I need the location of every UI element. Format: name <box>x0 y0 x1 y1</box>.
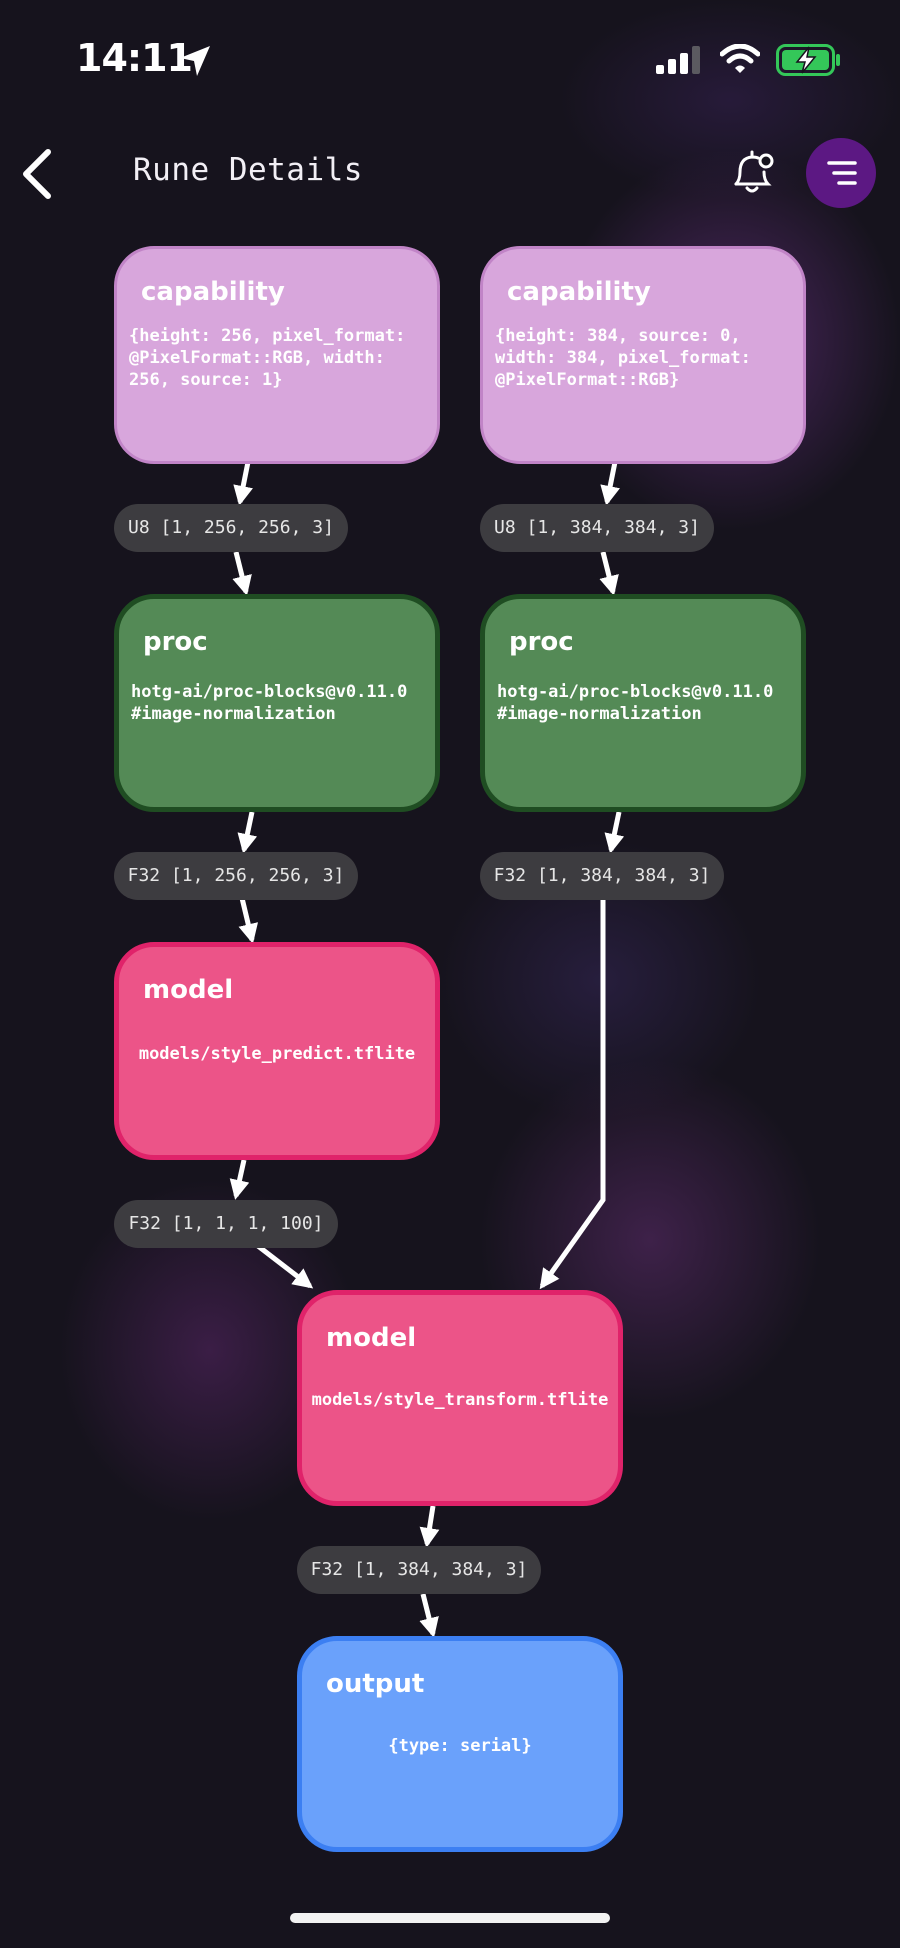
location-arrow-icon <box>180 46 210 76</box>
edge-model-predict-to-tensor <box>229 1159 250 1200</box>
proc-node-384[interactable]: proc hotg-ai/proc-blocks@v0.11.0 #image-… <box>480 594 806 812</box>
node-body: hotg-ai/proc-blocks@v0.11.0 #image-norma… <box>497 682 784 724</box>
node-body: hotg-ai/proc-blocks@v0.11.0 #image-norma… <box>131 682 418 724</box>
edge-model-transform-to-tensor <box>419 1505 440 1548</box>
capability-node-256[interactable]: capability {height: 256, pixel_format: @… <box>114 246 440 464</box>
edge-tensor-to-model-transform <box>256 1244 314 1289</box>
edge-proc384-to-tensor <box>604 811 625 854</box>
edge-tensor-to-model-transform-long <box>539 898 606 1290</box>
wifi-icon <box>720 44 760 73</box>
tensor-badge: F32 [1, 384, 384, 3] <box>297 1546 541 1594</box>
page-title: Rune Details <box>133 152 363 188</box>
tensor-badge: U8 [1, 384, 384, 3] <box>480 504 714 552</box>
node-body: {height: 384, source: 0, width: 384, pix… <box>495 326 762 390</box>
node-title: output <box>326 1669 425 1699</box>
node-title: capability <box>141 277 285 307</box>
node-title: proc <box>143 627 208 657</box>
menu-button[interactable] <box>806 138 876 208</box>
cellular-signal-icon <box>656 46 700 74</box>
notifications-button[interactable] <box>728 148 776 198</box>
edge-tensor-to-output <box>419 1593 439 1638</box>
tensor-badge: F32 [1, 384, 384, 3] <box>480 852 724 900</box>
tensor-badge: F32 [1, 1, 1, 100] <box>114 1200 338 1248</box>
node-body: models/style_predict.tflite <box>138 1044 416 1064</box>
node-body: models/style_transform.tflite <box>311 1390 609 1410</box>
edge-tensor-to-model-predict <box>238 897 259 944</box>
proc-node-256[interactable]: proc hotg-ai/proc-blocks@v0.11.0 #image-… <box>114 594 440 812</box>
edge-proc256-to-tensor <box>237 811 258 854</box>
menu-lines-icon <box>827 161 857 185</box>
model-node-transform[interactable]: model models/style_transform.tflite <box>297 1290 623 1506</box>
edge-capability384-to-tensor <box>600 461 620 506</box>
edge-tensor-to-proc384 <box>599 551 619 596</box>
capability-node-384[interactable]: capability {height: 384, source: 0, widt… <box>480 246 806 464</box>
battery-charging-icon <box>776 44 840 76</box>
back-button[interactable] <box>14 146 64 202</box>
status-time: 14:11 <box>76 36 193 80</box>
edge-capability256-to-tensor <box>233 461 253 506</box>
edge-tensor-to-proc256 <box>232 551 252 596</box>
chevron-left-icon <box>23 149 51 199</box>
node-body: {height: 256, pixel_format: @PixelFormat… <box>129 326 416 390</box>
node-title: capability <box>507 277 651 307</box>
home-indicator[interactable] <box>290 1913 610 1923</box>
model-node-predict[interactable]: model models/style_predict.tflite <box>114 942 440 1160</box>
node-body: {type: serial} <box>388 1736 532 1756</box>
node-title: model <box>326 1323 417 1353</box>
node-title: proc <box>509 627 574 657</box>
tensor-badge: F32 [1, 256, 256, 3] <box>114 852 358 900</box>
bell-settings-icon <box>734 150 774 193</box>
node-title: model <box>143 975 234 1005</box>
tensor-badge: U8 [1, 256, 256, 3] <box>114 504 348 552</box>
output-node[interactable]: output {type: serial} <box>297 1636 623 1852</box>
